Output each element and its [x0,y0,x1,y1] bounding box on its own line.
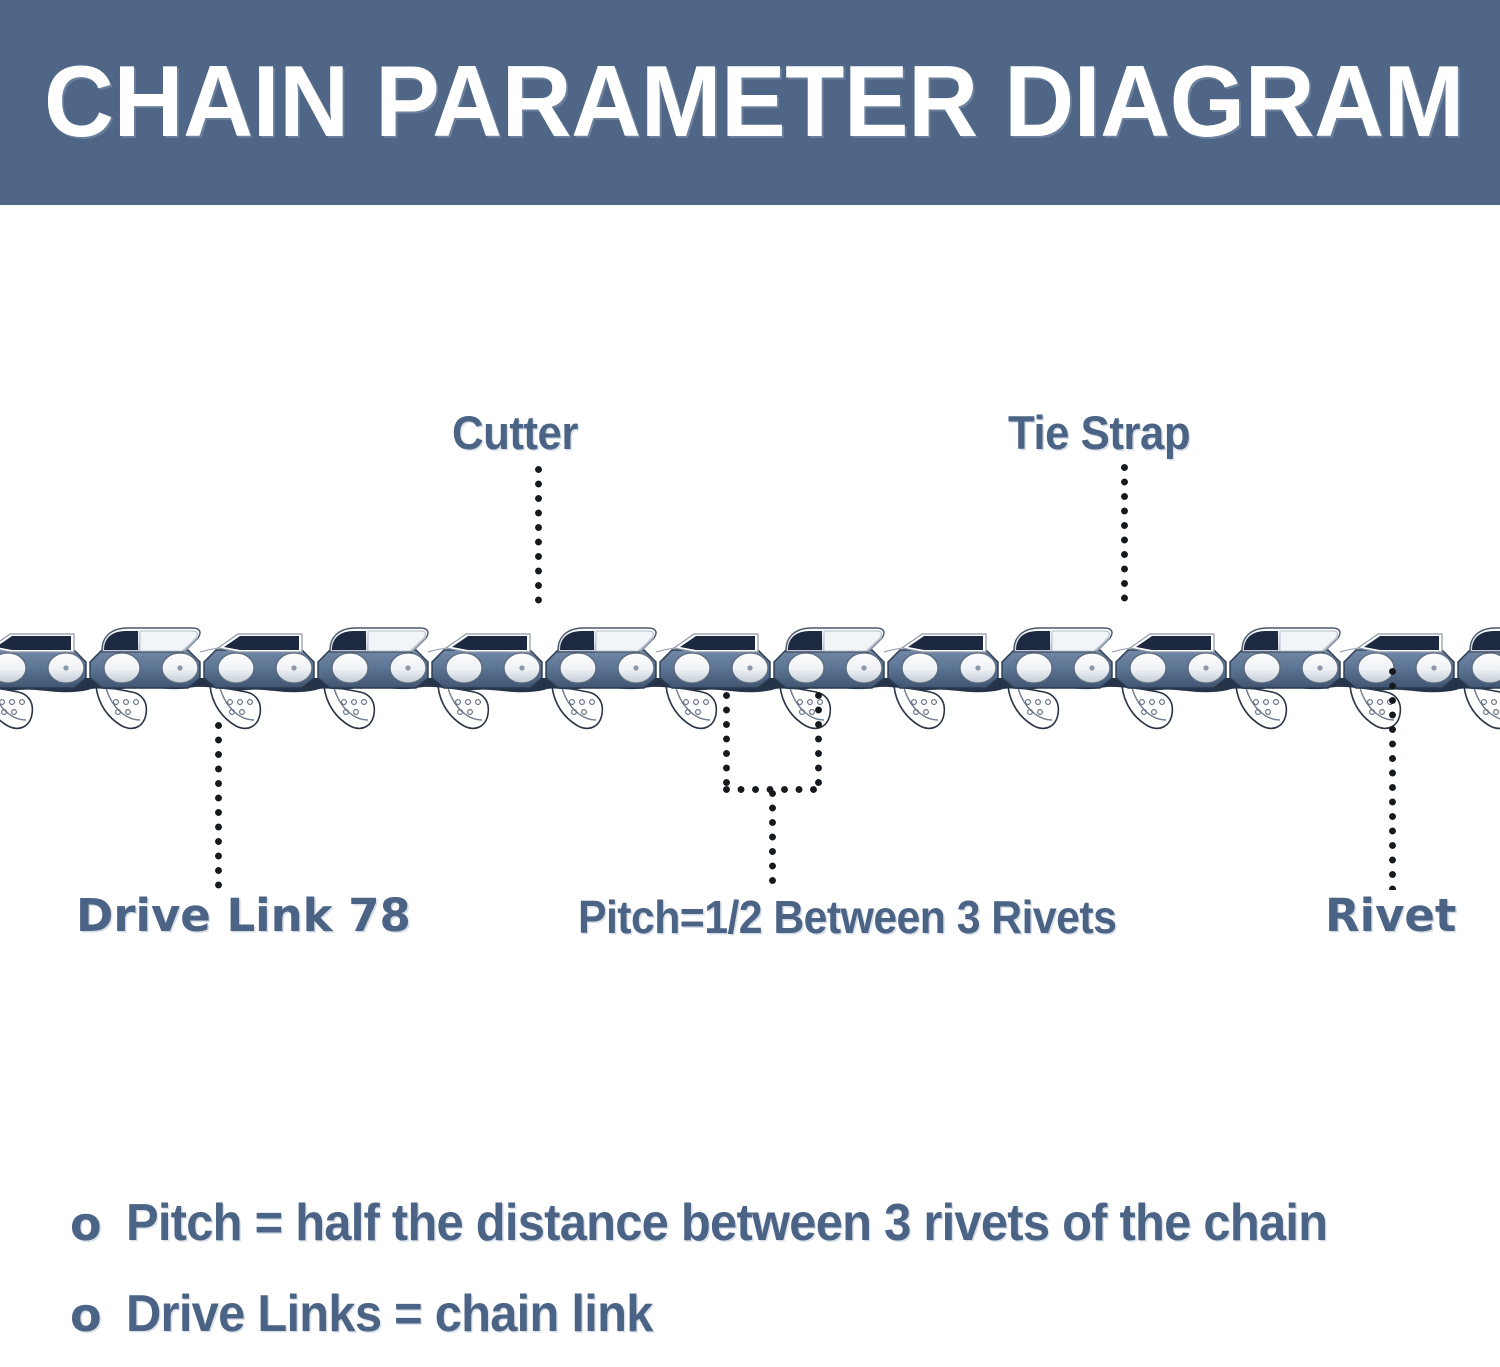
bullet-glyph-icon: o [70,1197,102,1251]
note-text: Drive Links = chain link [126,1284,653,1343]
bullet-glyph-icon: o [70,1287,102,1342]
leader-line-rivet [1389,668,1396,890]
chainsaw-chain-graphic [0,608,1500,748]
note-text: Pitch = half the distance between 3 rive… [126,1194,1328,1252]
list-item: o Pitch = half the distance between 3 ri… [70,1196,1490,1251]
callout-label-pitch: Pitch=1/2 Between 3 Rivets [578,891,1117,943]
callout-label-drive-link: Drive Link 78 [76,889,411,942]
leader-line-tie-strap [1121,464,1128,674]
pitch-bracket-bottom [723,786,822,793]
list-item: o Drive Links = chain link [70,1284,1490,1343]
callout-label-cutter: Cutter [452,406,578,459]
page-title: CHAIN PARAMETER DIAGRAM [44,46,1464,158]
leader-line-cutter [535,466,542,646]
chain-svg [0,608,1500,748]
header-banner: CHAIN PARAMETER DIAGRAM [0,0,1500,205]
pitch-bracket-right [815,692,822,792]
callout-label-rivet: Rivet [1325,889,1457,942]
notes-list: o Pitch = half the distance between 3 ri… [70,1196,1490,1367]
pitch-bracket-left [723,692,730,792]
leader-line-drive-link [215,722,222,890]
leader-line-pitch [769,790,776,890]
callout-label-tie-strap: Tie Strap [1008,406,1191,459]
